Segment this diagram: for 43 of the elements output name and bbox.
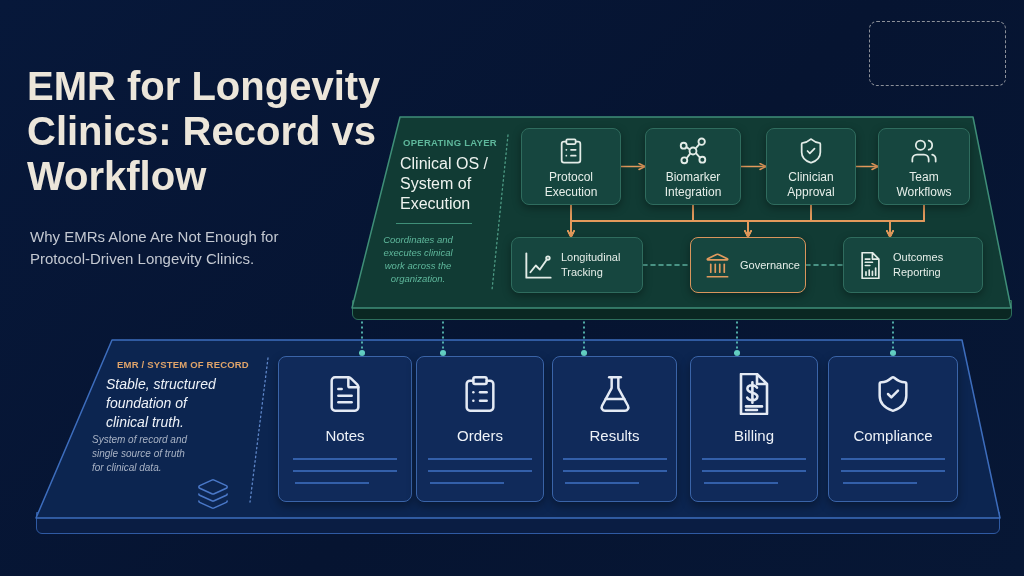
subtitle: Why EMRs Alone Are Not Enough for Protocol-Driven Longevity Clinics. (30, 227, 280, 269)
dot-connector (733, 321, 741, 357)
module-card (416, 356, 544, 502)
dashed-line (642, 264, 691, 266)
card-label: Outcomes Reporting (893, 250, 945, 280)
layer-description: System of record and single source of truth for clinical data. (92, 433, 189, 475)
process-card (511, 237, 643, 293)
process-card (690, 237, 806, 293)
process-card (766, 128, 856, 205)
card-label: Compliance (853, 427, 933, 445)
card-label: Longitudinal Tracking (561, 250, 622, 280)
module-card (278, 356, 412, 502)
dot-connector (439, 321, 447, 357)
card-label: Protocol Execution (543, 170, 599, 200)
dot-connector (358, 321, 366, 357)
card-label: Biomarker Integration (663, 170, 723, 200)
card-label: Governance (740, 257, 799, 273)
arrow (855, 162, 879, 171)
process-card (878, 128, 970, 205)
card-label: Billing (734, 427, 774, 445)
process-card (843, 237, 983, 293)
card-label: Clinician Approval (786, 170, 836, 200)
arrow (620, 162, 646, 171)
process-card (645, 128, 741, 205)
dashed-line (805, 264, 844, 266)
dot-connector (889, 321, 897, 357)
card-label: Notes (325, 427, 365, 445)
module-card (828, 356, 958, 502)
title: EMR for Longevity Clinics: Record vs Workflow (27, 64, 382, 199)
card-label: Team Workflows (895, 170, 953, 200)
card-label: Results (589, 427, 640, 445)
layer-heading: Clinical OS / System of Execution (400, 154, 490, 214)
section-label: OPERATING LAYER (403, 137, 497, 149)
arrow (740, 162, 767, 171)
process-card (521, 128, 621, 205)
arrow (886, 204, 925, 238)
card-label: Orders (457, 427, 503, 445)
module-card (690, 356, 818, 502)
module-card (552, 356, 677, 502)
dot-connector (580, 321, 588, 357)
layer-description: Coordinates and executes clinical work across the organization. (382, 233, 454, 285)
layer-heading: Stable, structured foundation of clinical truth. (106, 375, 217, 432)
section-label: EMR / SYSTEM OF RECORD (117, 359, 249, 371)
